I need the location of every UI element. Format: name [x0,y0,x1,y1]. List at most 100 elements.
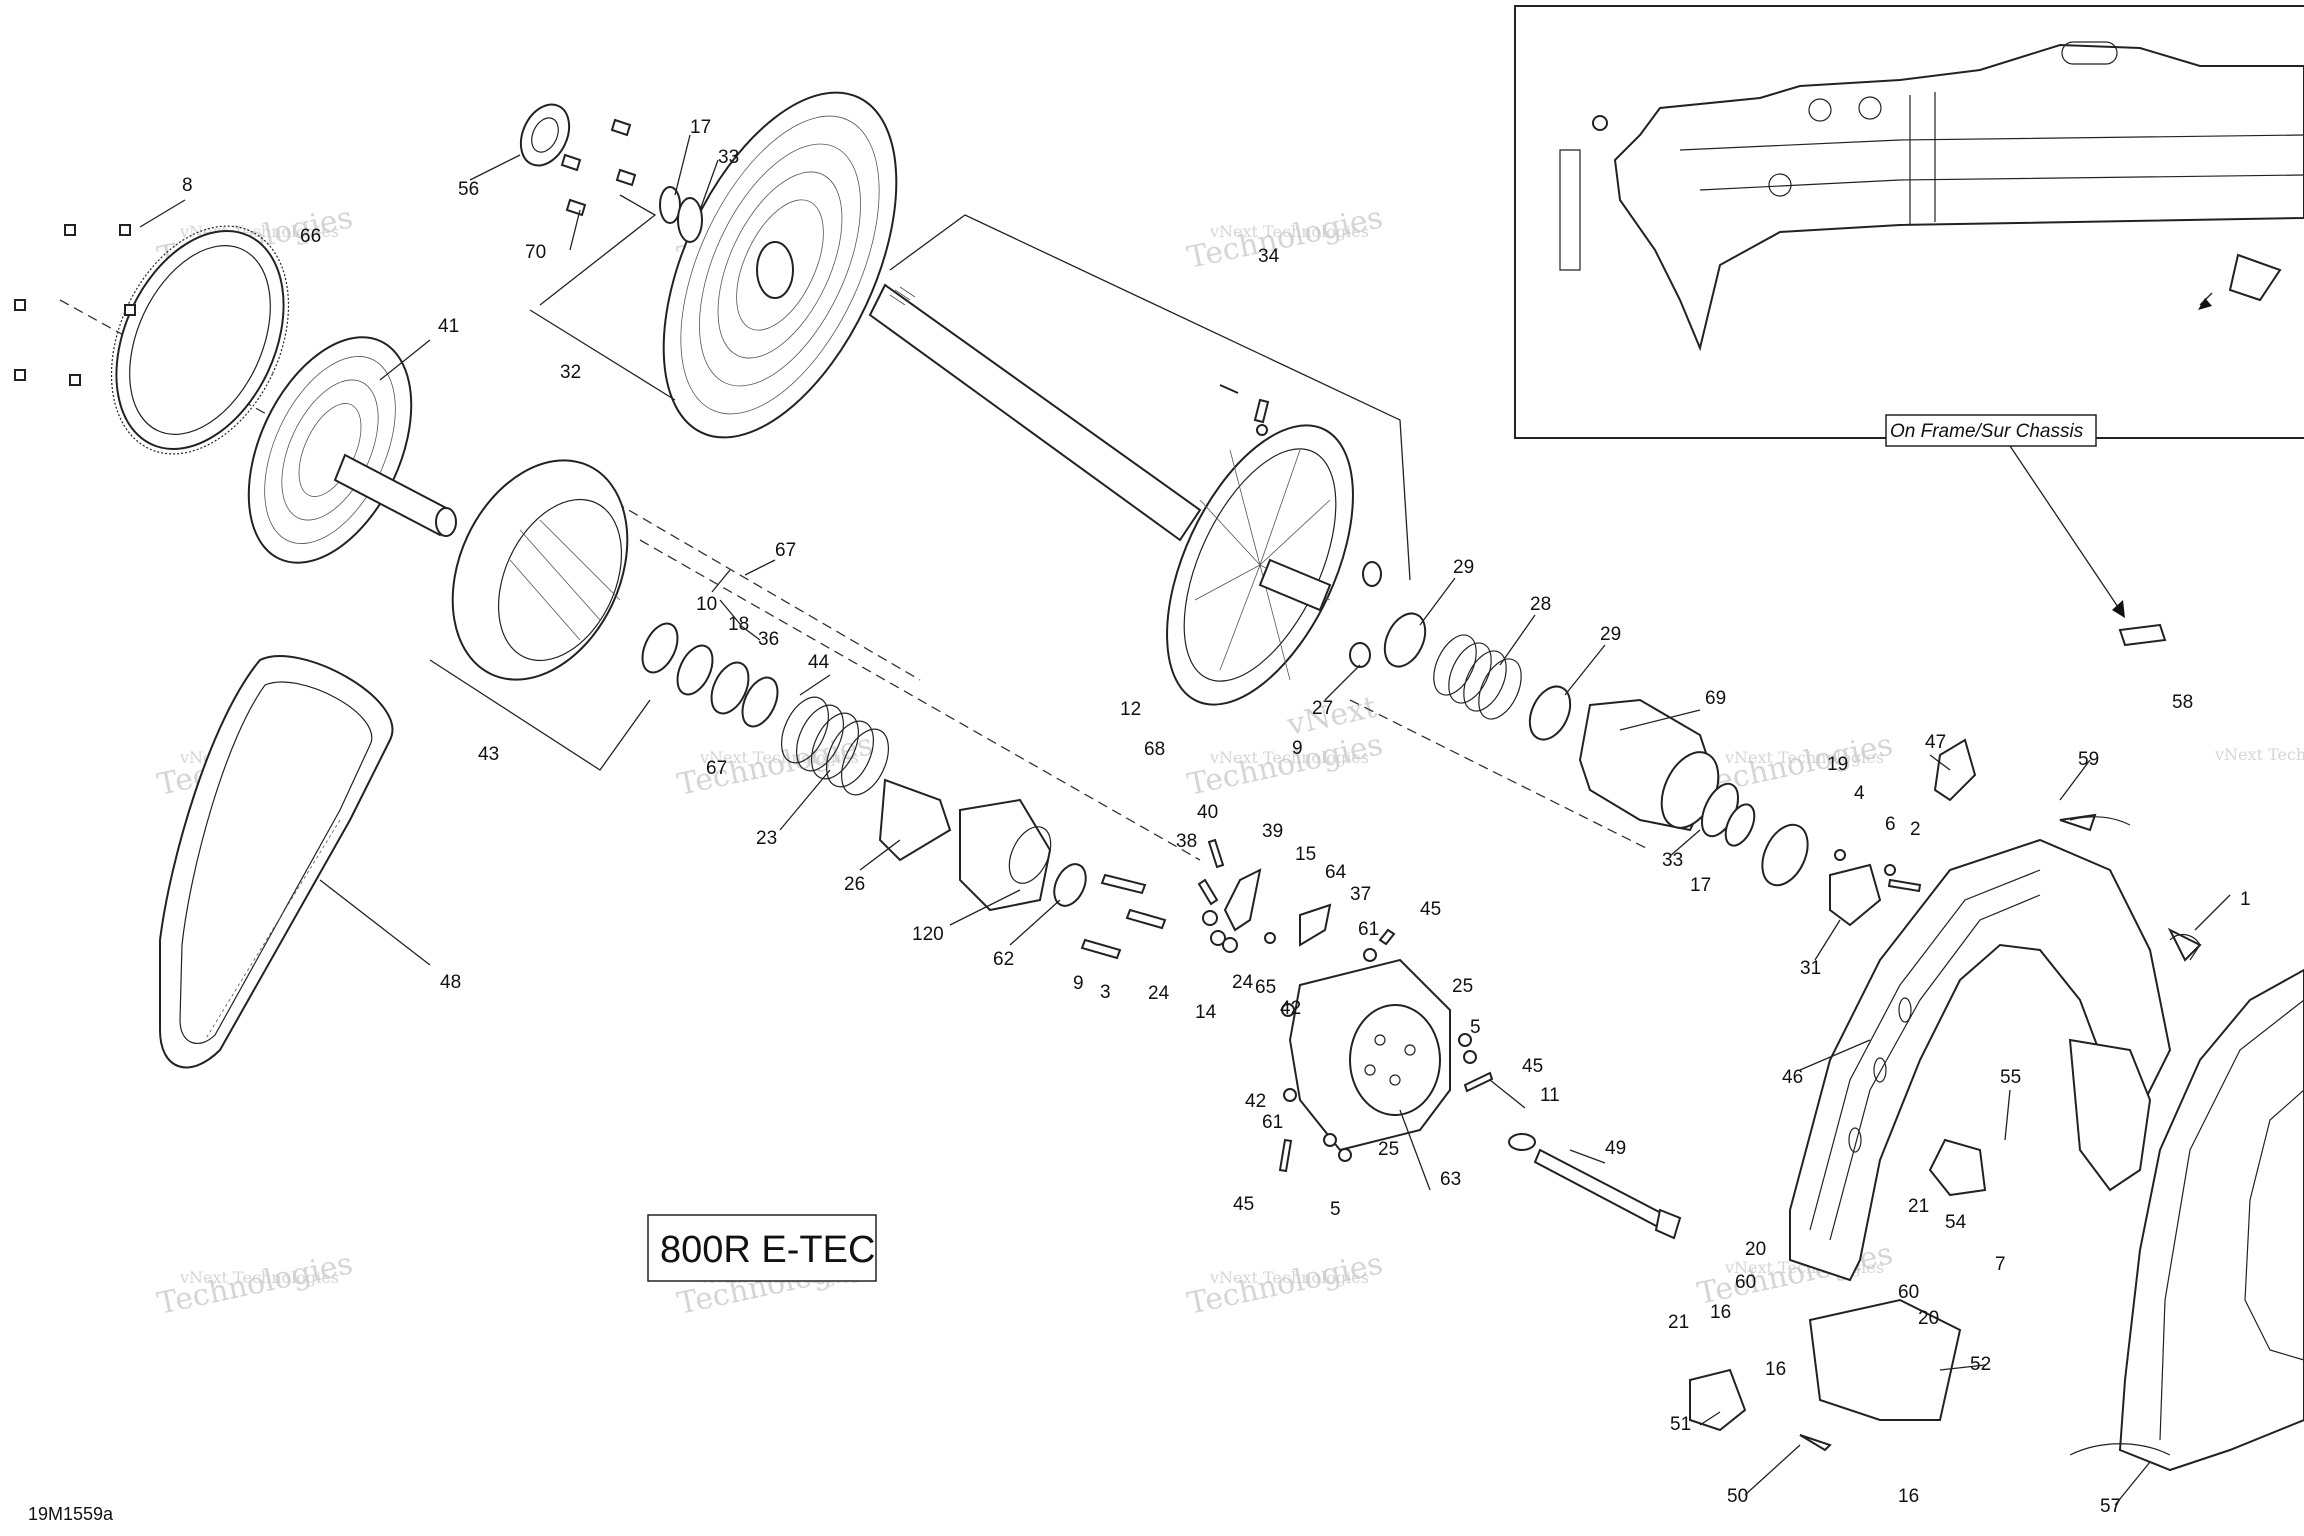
callout: 69 [1705,688,1726,709]
sliding-sheave [451,459,629,681]
callout: 27 [1312,698,1333,719]
callout: 17 [1690,875,1711,896]
leader-line [1699,1364,2151,1506]
nut [1363,948,1377,962]
engine-label: 800R E-TEC [647,1214,877,1282]
callout: 18 [728,614,749,635]
watermark-text: vNext Technologies [699,748,859,767]
watermark: vNext Technologies [2214,745,2304,764]
callout: 25 [1452,976,1473,997]
callout: 26 [844,874,865,895]
leader-line [779,769,1061,946]
small-bracket [1689,1368,1747,1432]
axis-line [639,539,1201,861]
belt-inner [179,681,373,1044]
pin [1207,838,1225,869]
ring-gear-assembly [14,199,290,455]
inset-label-text: On Frame/Sur Chassis [1890,421,2084,442]
brake-caliper-housing [1278,928,1682,1240]
callout: 63 [1440,1169,1461,1190]
washer [1222,937,1238,953]
callout: 8 [182,175,193,196]
cover-sleeve [878,778,952,862]
watermark-text: vNext Technologies [179,1268,339,1287]
watermark: vNext Technologies Technologies [154,1246,355,1322]
arch-inner-line [1809,869,2041,1231]
trim-strip [2069,816,2131,826]
callout: 47 [1925,732,1946,753]
driven-sheave-ring [680,115,880,415]
callout: 39 [1262,821,1283,842]
drive-spring [781,696,889,796]
driven-sheave-ring [736,199,824,331]
callout: 19 [1827,754,1848,775]
callout: 49 [1605,1138,1626,1159]
inset-hole [1858,96,1882,120]
callout: 70 [525,242,546,263]
washer [1202,910,1218,926]
arch-hole [1873,1057,1887,1083]
watermark-text: vNext Technologies [1209,1268,1369,1287]
callout: 68 [1144,739,1165,760]
callout: 32 [560,362,581,383]
bearing-and-bushings [469,103,719,251]
clip [2167,927,2202,962]
washer [1264,932,1276,944]
bracket-line [429,659,651,771]
sliding-sheave-inner [497,498,623,662]
callout: 20 [1918,1308,1939,1329]
bearing [519,103,571,167]
callout: 58 [2172,692,2193,713]
screw [560,118,637,217]
disc-hole [1364,1064,1376,1076]
inset-rail-line [1909,92,1936,225]
callout: 37 [1350,884,1371,905]
disc-hole [1374,1034,1386,1046]
inset-label: On Frame/Sur Chassis [1885,414,2125,618]
washer [641,622,679,674]
bolt [14,224,136,386]
watermark-text: vNext Technologies [1724,748,1884,767]
spacer [1362,561,1382,587]
cam-housing [959,798,1167,960]
mount-plate [2068,1038,2152,1192]
screw [1278,1138,1293,1173]
washer [676,644,714,696]
callout: 54 [1945,1212,1967,1233]
callout: 15 [1295,844,1316,865]
watermark-text: vNext Technologies [2214,745,2304,764]
callout: 55 [2000,1067,2021,1088]
callout: 36 [758,629,779,650]
screw [1463,1071,1494,1093]
engine-label-text: 800R E-TEC [660,1229,875,1271]
watermark: vNext Technologies Technologies [674,727,875,803]
spring-coil [781,696,829,764]
brake-disc [1349,1004,1441,1116]
inset-slot [2061,41,2118,65]
shaft [868,283,1202,542]
washer [1210,930,1226,946]
callout: 29 [1453,557,1474,578]
clip [1933,738,1977,802]
nut [1338,1148,1352,1162]
callout: 10 [696,594,717,615]
callout: 4 [1854,783,1865,804]
callout: 5 [1470,1017,1481,1038]
bearing-inner [531,117,559,153]
leader-line [1399,1079,1606,1191]
callout: 20 [1745,1239,1766,1260]
driven-pulley-shaft [868,214,1411,581]
arch-inner-line [1829,894,2041,1241]
callout: 51 [1670,1414,1691,1435]
leader-line [1619,709,1951,961]
watermark-text: vNext Technologies [1209,748,1369,767]
nut [1884,864,1896,876]
callout: 9 [1292,738,1303,759]
pin-clip [2169,933,2201,961]
trim-strip [2069,1443,2171,1456]
side-panel [2118,968,2304,1472]
engine-label-box [647,1214,877,1282]
leader-line [319,879,431,966]
bushing [659,186,681,224]
